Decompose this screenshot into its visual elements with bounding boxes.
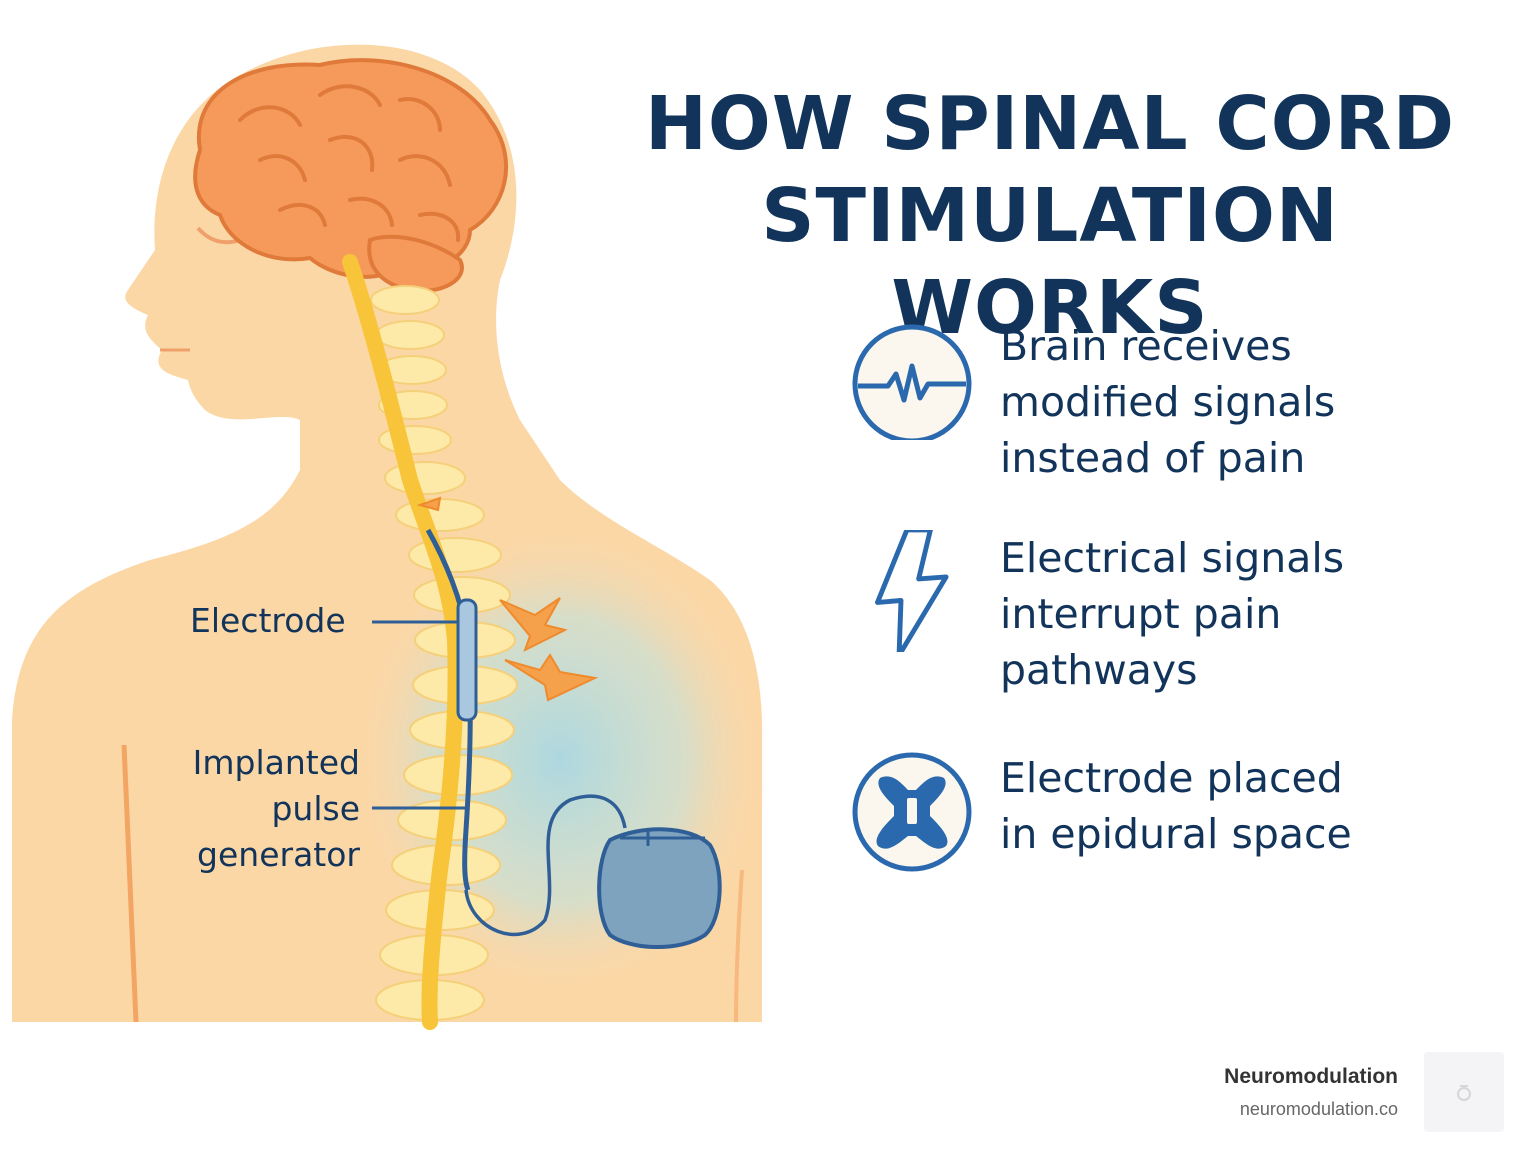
brand-logo	[1424, 1052, 1504, 1132]
title-line-1: HOW SPINAL CORD	[644, 81, 1456, 167]
electrode-contacts	[456, 598, 478, 722]
lightning-bolt-icon	[875, 530, 949, 652]
generator-wire	[464, 794, 627, 937]
vertebra-cross-section-icon	[852, 752, 972, 872]
pulse-generator-label: Implanted pulse generator	[192, 743, 360, 874]
step-text: Electrical signals interrupt pain pathwa…	[1000, 534, 1345, 694]
step-text: Electrode placed in epidural space	[1000, 754, 1352, 858]
spinal-cord	[342, 254, 464, 1030]
pain-bolt-icons	[416, 496, 599, 702]
heartbeat-signal-icon	[852, 324, 972, 440]
brand-logo-icon	[1457, 1085, 1471, 1101]
brand-attribution: Neuromodulation neuromodulation.co	[1224, 1062, 1398, 1126]
pulse-generator-device	[597, 827, 722, 949]
arm-contour	[121, 744, 139, 1023]
brand-name: Neuromodulation	[1224, 1065, 1398, 1088]
arm-contour-right	[734, 869, 744, 1023]
spinal-cord-illustration	[12, 44, 770, 1030]
brain	[193, 58, 508, 293]
title-line-2: STIMULATION WORKS	[761, 173, 1339, 351]
step-text: Brain receives modified signals instead …	[1000, 322, 1336, 482]
page-title: HOW SPINAL CORD STIMULATION WORKS	[610, 78, 1490, 354]
electrode-label: Electrode	[190, 601, 346, 640]
brand-url[interactable]: neuromodulation.co	[1239, 1099, 1398, 1119]
